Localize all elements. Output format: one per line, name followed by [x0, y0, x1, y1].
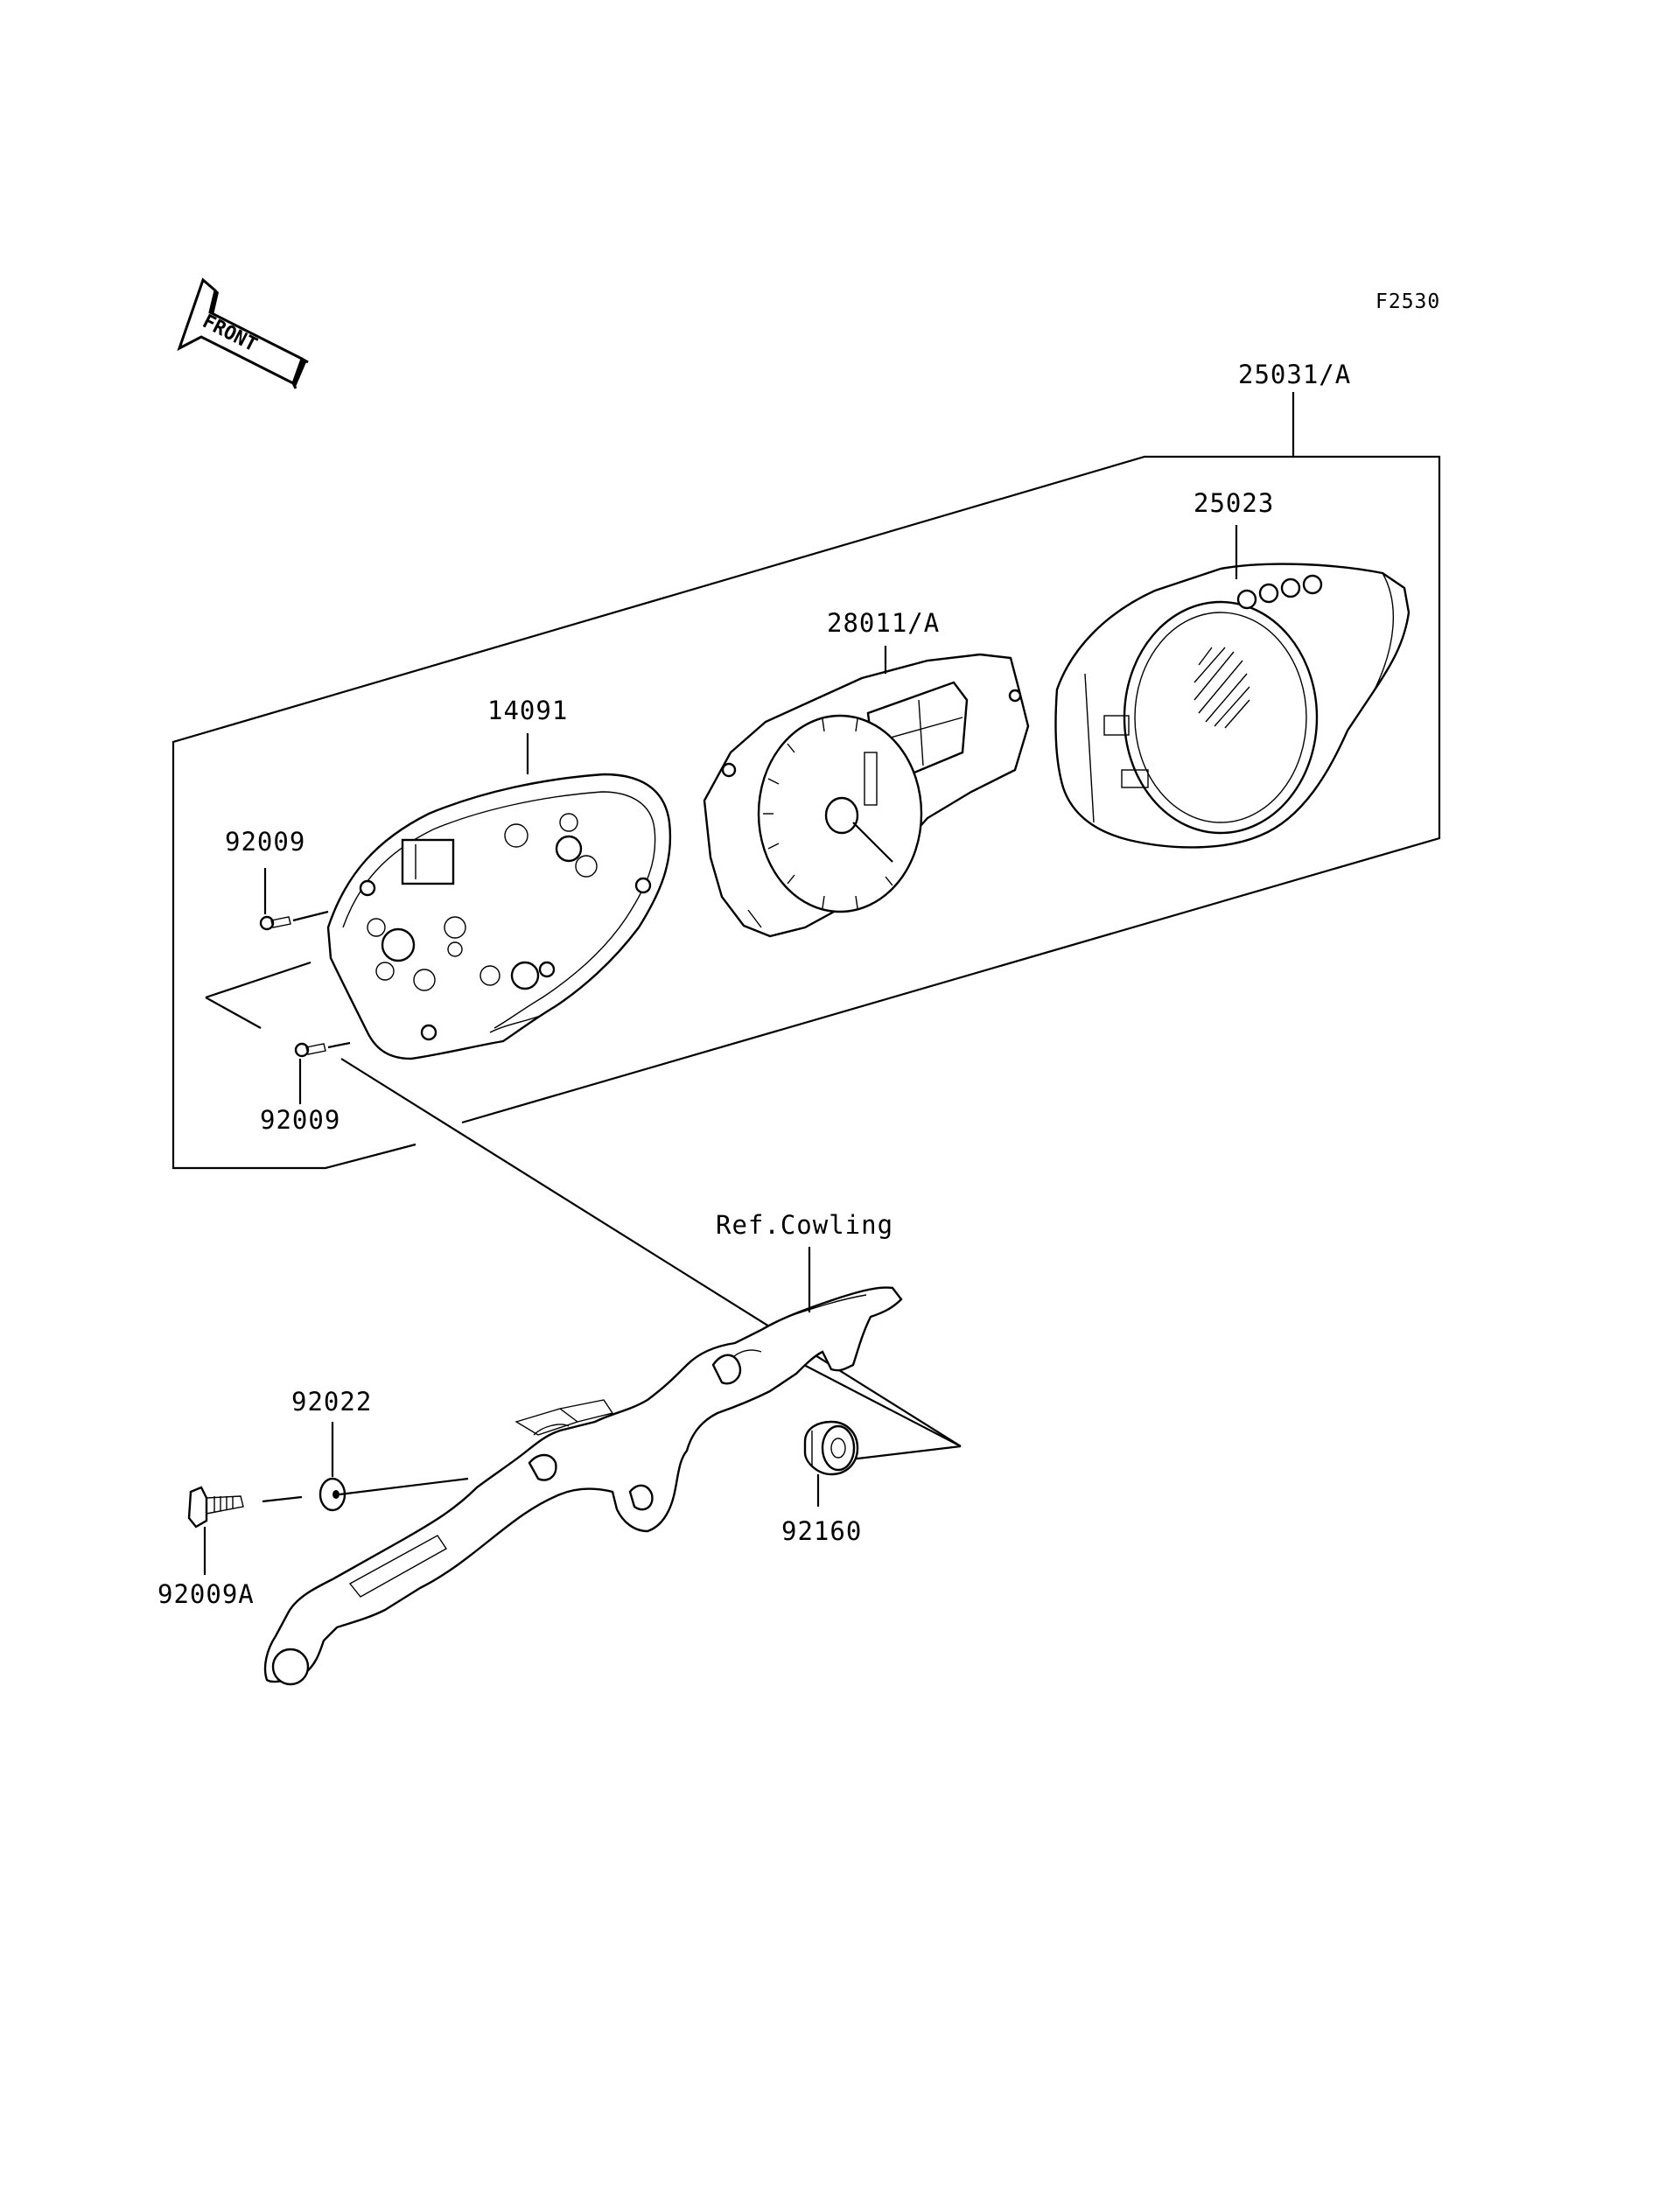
- label-cover: 25023: [1194, 488, 1274, 518]
- diagram-code: F2530: [1376, 290, 1440, 313]
- label-meter-assembly: 25031/A: [1238, 360, 1351, 389]
- bolt: [187, 1486, 303, 1529]
- label-screw-upper: 92009: [225, 827, 305, 857]
- label-bolt: 92009A: [158, 1579, 255, 1609]
- label-case: 14091: [487, 696, 568, 725]
- label-reference: Ref.Cowling: [716, 1210, 893, 1240]
- screw-upper: [259, 910, 329, 931]
- label-meter-unit: 28011/A: [827, 608, 940, 638]
- mount-line-c: [340, 1058, 962, 1447]
- label-screw-lower: 92009: [260, 1105, 340, 1135]
- meter-case: [326, 773, 672, 1060]
- label-damper: 92160: [781, 1516, 862, 1546]
- meter-cover: [1054, 563, 1410, 849]
- damper: [803, 1420, 859, 1476]
- meter-unit: [703, 653, 1030, 938]
- screw-lower: [294, 1041, 351, 1058]
- front-arrow-icon: FRONT: [177, 277, 309, 389]
- mount-line-e: [800, 1362, 962, 1447]
- cowling-bracket: [263, 1286, 903, 1686]
- mount-line-b: [205, 997, 262, 1029]
- washer: [318, 1477, 469, 1512]
- label-washer: 92022: [291, 1387, 372, 1417]
- assembly-outline: [172, 392, 1441, 1170]
- mount-line-a: [205, 961, 312, 999]
